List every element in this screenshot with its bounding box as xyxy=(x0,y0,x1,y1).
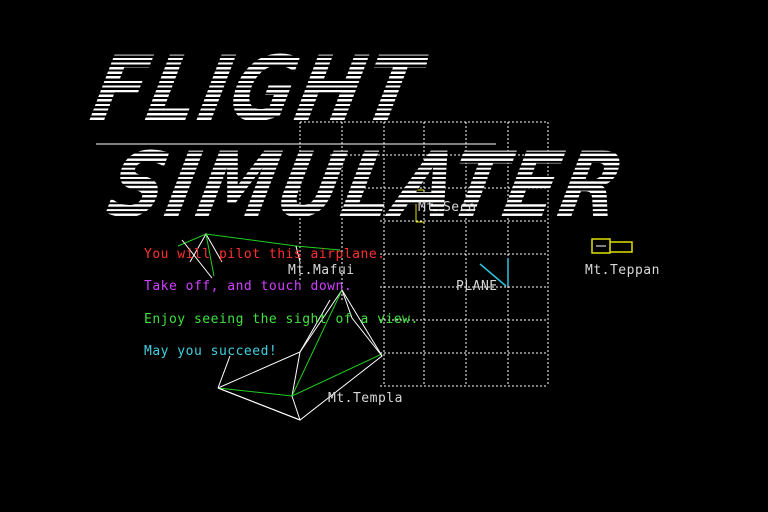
label-mt-seco: Mt.Seco xyxy=(418,200,477,215)
mt-templa-mountain xyxy=(217,289,383,421)
mt-teppan-marker xyxy=(591,238,633,254)
intro-message-takeoff: Take off, and touch down. xyxy=(144,279,353,294)
intro-message-enjoy: Enjoy seeing the sight of a view. xyxy=(144,312,419,327)
label-mt-teppan: Mt.Teppan xyxy=(585,263,660,278)
label-plane: PLANE xyxy=(456,279,498,294)
plane-marker xyxy=(479,258,509,287)
game-title-line1: FLIGHT xyxy=(83,38,432,142)
mt-mafui-mountain xyxy=(177,232,341,279)
label-mt-templa: Mt.Templa xyxy=(328,391,403,406)
ground-grid xyxy=(299,121,549,387)
intro-message-pilot: You will pilot this airplane. xyxy=(144,247,386,262)
mt-seco-marker xyxy=(415,189,424,223)
game-title-line2: SIMULATER xyxy=(99,134,635,238)
label-mt-mafui: Mt.Mafui xyxy=(288,263,355,278)
intro-message-succeed: May you succeed! xyxy=(144,344,278,359)
